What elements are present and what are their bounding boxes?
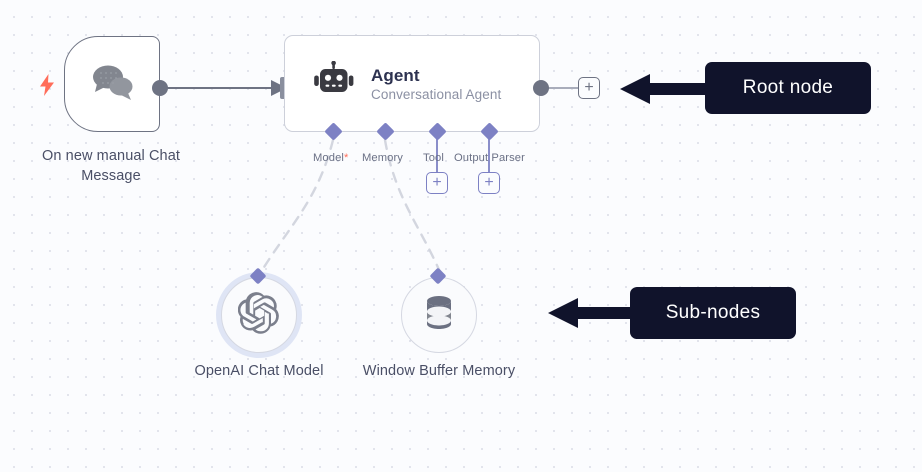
annotation-label-root-node: Root node: [705, 62, 871, 114]
lightning-bolt-icon: [39, 74, 55, 96]
required-asterisk: *: [343, 152, 349, 164]
node-openai-chat-model[interactable]: [221, 277, 297, 353]
agent-title: Agent: [371, 65, 420, 85]
add-node-button-output-parser[interactable]: +: [478, 172, 500, 194]
port-label-model: Model*: [313, 152, 349, 164]
add-node-button-tool[interactable]: +: [426, 172, 448, 194]
port-label-output-parser: Output Parser: [454, 152, 525, 164]
database-icon: [421, 294, 457, 337]
node-caption-trigger: On new manual Chat Message: [41, 148, 180, 184]
chat-bubbles-icon: [87, 62, 137, 107]
annotation-arrow-root-node: [620, 72, 712, 111]
openai-logo-icon: [237, 291, 280, 339]
node-agent[interactable]: Agent Conversational Agent: [284, 35, 540, 132]
node-caption-openai-chat-model: OpenAI Chat Model: [194, 363, 324, 379]
node-caption-window-buffer-memory: Window Buffer Memory: [362, 363, 516, 379]
node-window-buffer-memory[interactable]: [401, 277, 477, 353]
annotation-label-sub-nodes: Sub-nodes: [630, 287, 796, 339]
agent-subtitle: Conversational Agent: [371, 86, 502, 102]
agent-output-port[interactable]: [533, 80, 549, 96]
add-node-button-output[interactable]: +: [578, 77, 600, 99]
node-on-new-manual-chat-message[interactable]: [64, 36, 160, 132]
port-label-tool: Tool: [423, 152, 444, 164]
annotation-arrow-sub-nodes: [548, 296, 638, 335]
port-label-memory: Memory: [362, 152, 404, 164]
trigger-output-port[interactable]: [152, 80, 168, 96]
robot-icon: [313, 60, 355, 106]
